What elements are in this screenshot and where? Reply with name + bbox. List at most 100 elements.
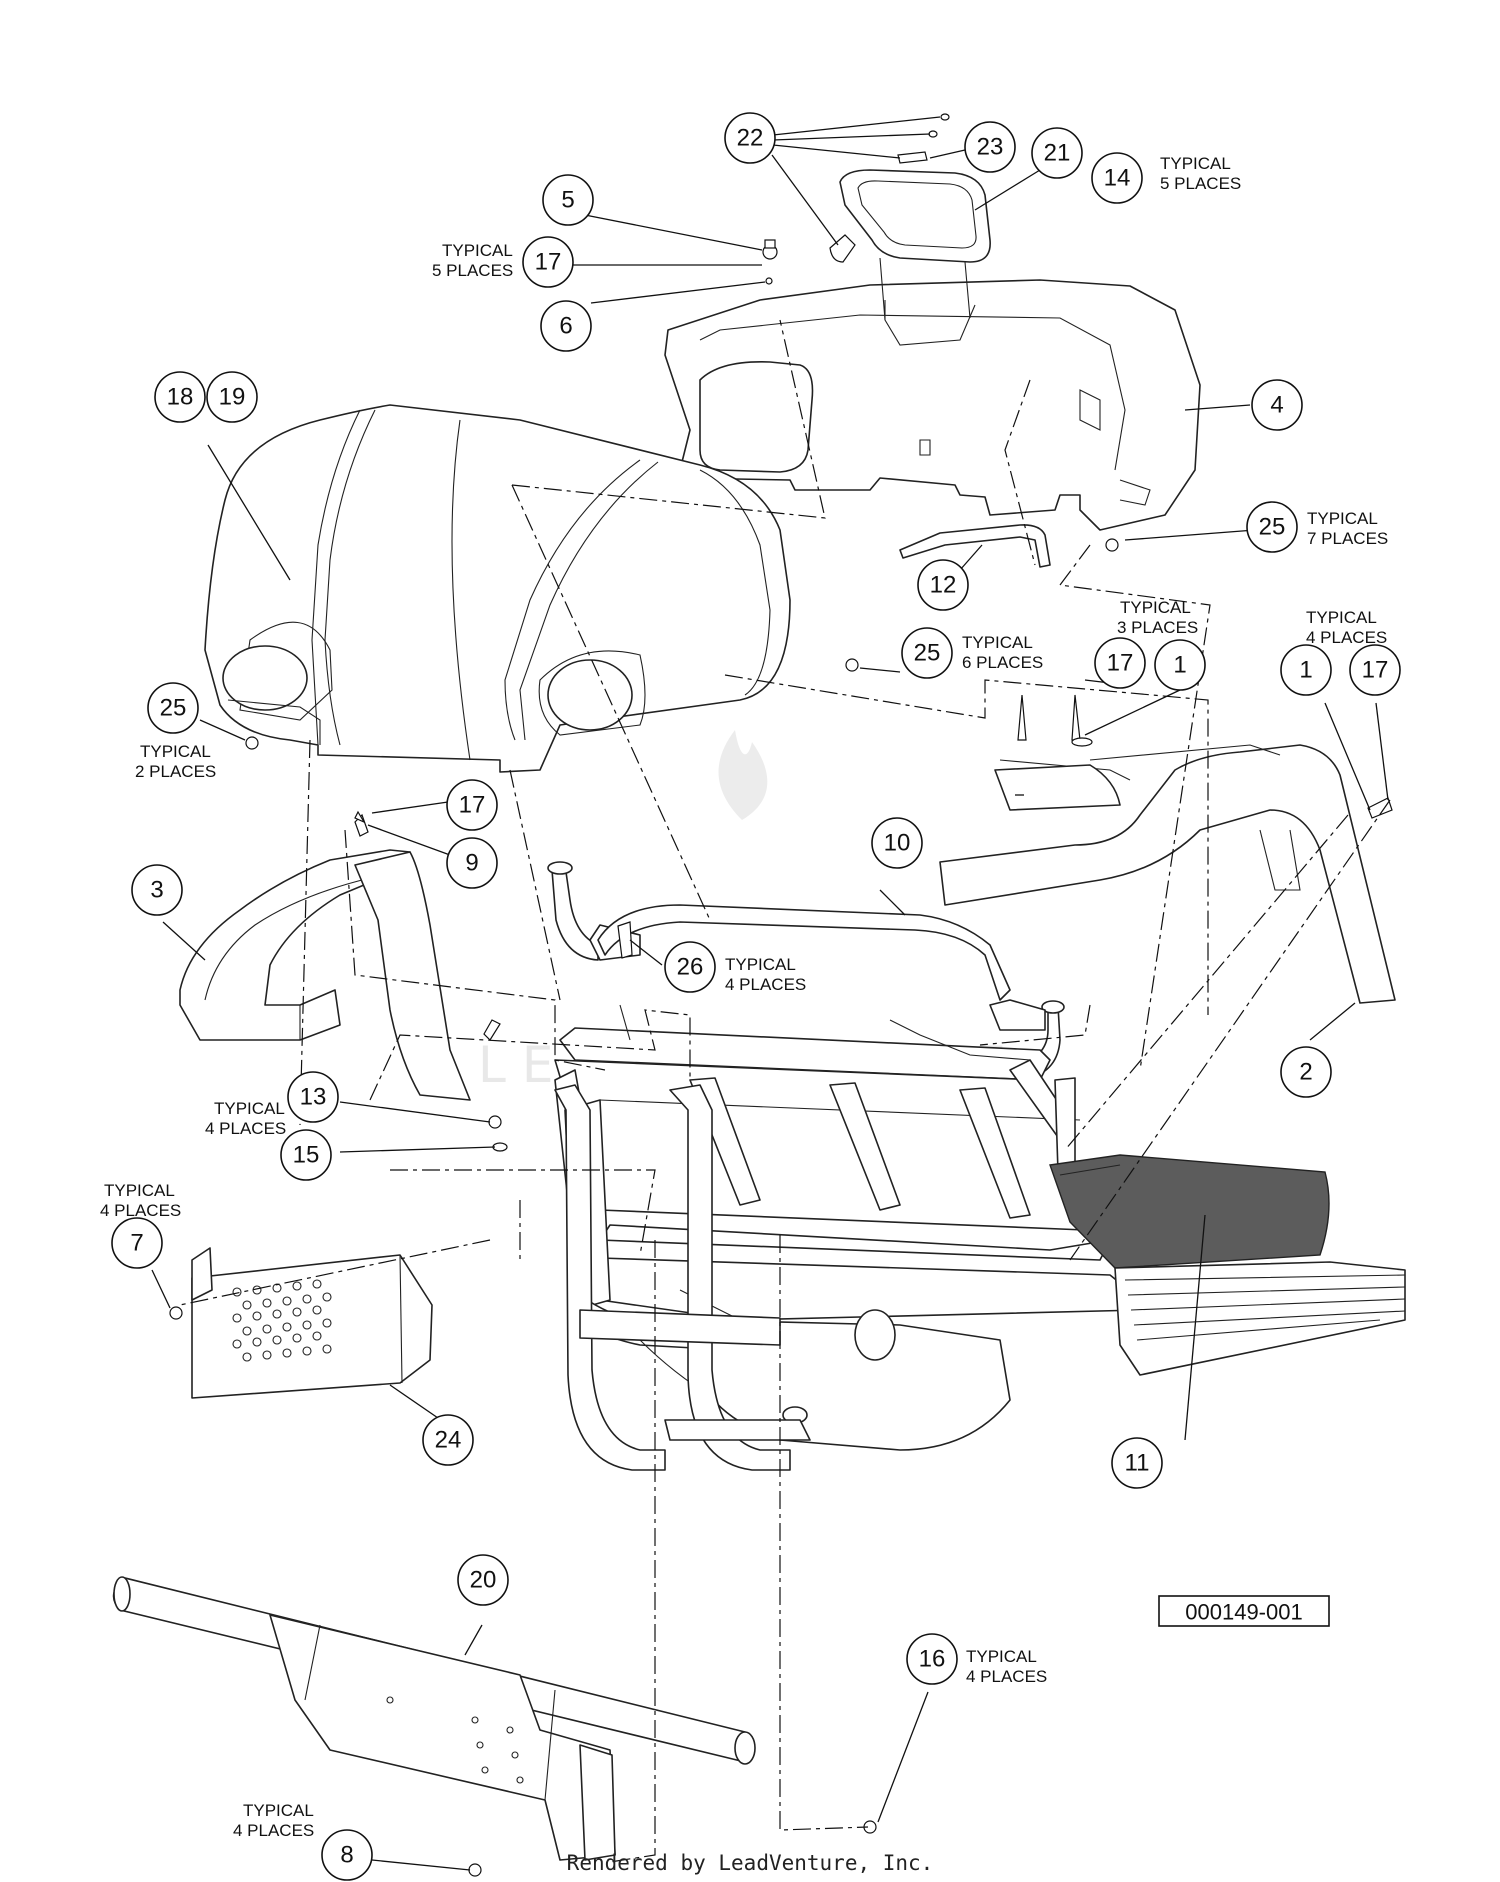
svg-text:3 PLACES: 3 PLACES bbox=[1117, 618, 1198, 637]
svg-text:TYPICAL: TYPICAL bbox=[214, 1099, 285, 1118]
footer-credit: Rendered by LeadVenture, Inc. bbox=[567, 1851, 934, 1875]
callout-4[interactable]: 4 bbox=[1251, 379, 1303, 431]
callout-13[interactable]: 13 bbox=[287, 1071, 339, 1123]
note-13: TYPICAL 4 PLACES bbox=[205, 1099, 286, 1138]
svg-text:2 PLACES: 2 PLACES bbox=[135, 762, 216, 781]
typical-notes: TYPICAL 5 PLACES TYPICAL 5 PLACES TYPICA… bbox=[100, 154, 1388, 1840]
callout-25-c[interactable]: 25 bbox=[147, 682, 199, 734]
svg-text:6 PLACES: 6 PLACES bbox=[962, 653, 1043, 672]
callout-7[interactable]: 7 bbox=[111, 1217, 163, 1269]
svg-text:7 PLACES: 7 PLACES bbox=[1307, 529, 1388, 548]
svg-text:4 PLACES: 4 PLACES bbox=[205, 1119, 286, 1138]
callout-17-a[interactable]: 17 bbox=[522, 236, 574, 288]
svg-text:21: 21 bbox=[1044, 140, 1071, 167]
callout-5[interactable]: 5 bbox=[542, 174, 594, 226]
svg-text:5 PLACES: 5 PLACES bbox=[1160, 174, 1241, 193]
svg-text:TYPICAL: TYPICAL bbox=[1306, 608, 1377, 627]
svg-text:TYPICAL: TYPICAL bbox=[1120, 598, 1191, 617]
note-16: TYPICAL 4 PLACES bbox=[966, 1647, 1047, 1686]
svg-text:4 PLACES: 4 PLACES bbox=[966, 1667, 1047, 1686]
callout-9[interactable]: 9 bbox=[446, 837, 498, 889]
drawing-number: 000149-001 bbox=[1185, 1600, 1302, 1625]
svg-text:TYPICAL: TYPICAL bbox=[140, 742, 211, 761]
svg-text:9: 9 bbox=[465, 850, 478, 877]
part-2-side-rail bbox=[939, 744, 1396, 1004]
svg-text:19: 19 bbox=[219, 384, 246, 411]
note-14: TYPICAL 5 PLACES bbox=[1160, 154, 1241, 193]
note-25-left: TYPICAL 2 PLACES bbox=[135, 742, 216, 781]
callouts: 1 1 2 3 4 5 6 7 8 9 10 11 12 13 14 15 16… bbox=[111, 112, 1401, 1881]
svg-text:8: 8 bbox=[340, 1842, 353, 1869]
part-12-bracket bbox=[899, 524, 1051, 568]
rear-body-shell bbox=[664, 279, 1201, 531]
svg-text:6: 6 bbox=[559, 313, 572, 340]
note-8: TYPICAL 4 PLACES bbox=[233, 1801, 314, 1840]
svg-text:16: 16 bbox=[919, 1646, 946, 1673]
callout-21[interactable]: 21 bbox=[1031, 127, 1083, 179]
callout-11[interactable]: 11 bbox=[1111, 1437, 1163, 1489]
note-17-top: TYPICAL 5 PLACES bbox=[432, 241, 513, 280]
svg-text:4 PLACES: 4 PLACES bbox=[725, 975, 806, 994]
leader-lines bbox=[151, 116, 1389, 1871]
part-24-grille bbox=[191, 1247, 433, 1399]
svg-text:4 PLACES: 4 PLACES bbox=[100, 1201, 181, 1220]
drawing bbox=[112, 113, 1406, 1877]
svg-text:7: 7 bbox=[130, 1230, 143, 1257]
svg-text:10: 10 bbox=[884, 830, 911, 857]
callout-2[interactable]: 2 bbox=[1280, 1046, 1332, 1098]
svg-text:TYPICAL: TYPICAL bbox=[1160, 154, 1231, 173]
part-3-side-rail bbox=[179, 849, 471, 1101]
svg-text:20: 20 bbox=[470, 1567, 497, 1594]
callout-25-a[interactable]: 25 bbox=[1246, 501, 1298, 553]
svg-text:3: 3 bbox=[150, 877, 163, 904]
svg-text:TYPICAL: TYPICAL bbox=[104, 1181, 175, 1200]
assembly-lines bbox=[179, 319, 1391, 1863]
callout-6[interactable]: 6 bbox=[540, 300, 592, 352]
svg-text:TYPICAL: TYPICAL bbox=[1307, 509, 1378, 528]
misc-hardware bbox=[169, 538, 1393, 1877]
svg-text:5: 5 bbox=[561, 187, 574, 214]
callout-23[interactable]: 23 bbox=[964, 121, 1016, 173]
note-7: TYPICAL 4 PLACES bbox=[100, 1181, 181, 1220]
note-25-mid: TYPICAL 6 PLACES bbox=[962, 633, 1043, 672]
callout-22[interactable]: 22 bbox=[724, 112, 776, 164]
svg-text:TYPICAL: TYPICAL bbox=[966, 1647, 1037, 1666]
part-11-floor-mat bbox=[1049, 1154, 1330, 1269]
callout-25-b[interactable]: 25 bbox=[901, 627, 953, 679]
svg-text:15: 15 bbox=[293, 1142, 320, 1169]
callout-20[interactable]: 20 bbox=[457, 1554, 509, 1606]
svg-text:17: 17 bbox=[535, 249, 562, 276]
callout-12[interactable]: 12 bbox=[917, 559, 969, 611]
callout-17-c[interactable]: 17 bbox=[1349, 644, 1401, 696]
svg-text:5 PLACES: 5 PLACES bbox=[432, 261, 513, 280]
note-26: TYPICAL 4 PLACES bbox=[725, 955, 806, 994]
callout-16[interactable]: 16 bbox=[906, 1633, 958, 1685]
callout-3[interactable]: 3 bbox=[131, 864, 183, 916]
svg-text:13: 13 bbox=[300, 1084, 327, 1111]
callout-1-b[interactable]: 1 bbox=[1280, 644, 1332, 696]
callout-17-d[interactable]: 17 bbox=[446, 779, 498, 831]
callout-19[interactable]: 19 bbox=[206, 371, 258, 423]
callout-26[interactable]: 26 bbox=[664, 941, 716, 993]
watermark-flame-icon bbox=[718, 730, 768, 820]
note-25-top: TYPICAL 7 PLACES bbox=[1307, 509, 1388, 548]
svg-text:4 PLACES: 4 PLACES bbox=[1306, 628, 1387, 647]
callout-10[interactable]: 10 bbox=[871, 817, 923, 869]
callout-24[interactable]: 24 bbox=[422, 1414, 474, 1466]
svg-text:TYPICAL: TYPICAL bbox=[442, 241, 513, 260]
callout-1-a[interactable]: 1 bbox=[1154, 639, 1206, 691]
callout-8[interactable]: 8 bbox=[321, 1829, 373, 1881]
svg-text:14: 14 bbox=[1104, 165, 1131, 192]
frame-uprights bbox=[554, 1084, 811, 1471]
svg-text:24: 24 bbox=[435, 1427, 462, 1454]
callout-14[interactable]: 14 bbox=[1091, 152, 1143, 204]
callout-17-b[interactable]: 17 bbox=[1094, 637, 1146, 689]
chassis-frame bbox=[554, 1004, 1141, 1451]
svg-text:TYPICAL: TYPICAL bbox=[243, 1801, 314, 1820]
svg-text:4 PLACES: 4 PLACES bbox=[233, 1821, 314, 1840]
callout-18[interactable]: 18 bbox=[154, 371, 206, 423]
svg-text:TYPICAL: TYPICAL bbox=[725, 955, 796, 974]
svg-text:25: 25 bbox=[914, 640, 941, 667]
callout-15[interactable]: 15 bbox=[280, 1129, 332, 1181]
